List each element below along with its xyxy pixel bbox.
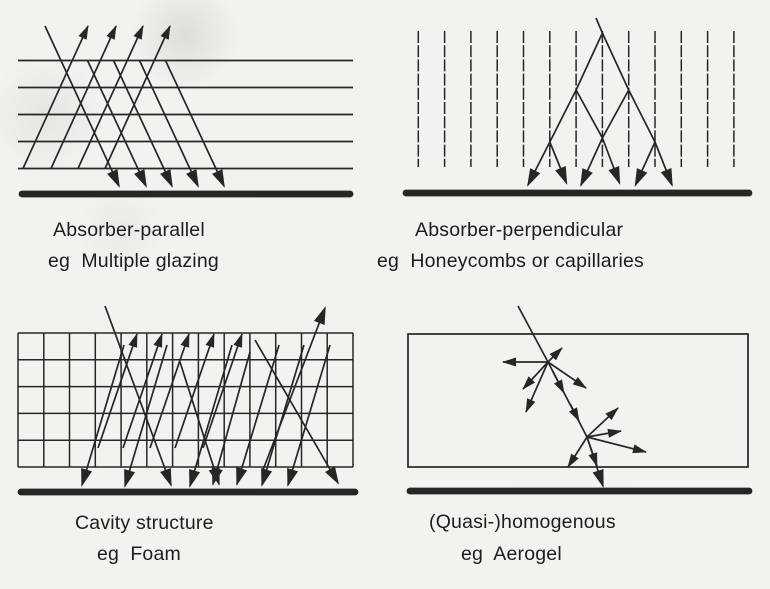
cavity-grid <box>17 332 354 468</box>
honeycomb-walls <box>417 31 735 167</box>
caption-quasi-homogenous-label: (Quasi-)homogenous <box>429 511 616 533</box>
aerogel-slab <box>407 333 749 468</box>
panel-cavity-structure <box>17 305 359 496</box>
scatter-point-2 <box>567 407 647 468</box>
caption-absorber-parallel-example: eg Multiple glazing <box>48 250 219 272</box>
incident-ray <box>44 25 120 188</box>
caption-absorber-perpendicular-label: Absorber-perpendicular <box>415 219 624 241</box>
light-rays <box>502 305 647 488</box>
exit-ray <box>262 306 326 471</box>
light-rays <box>81 305 340 488</box>
scatter-point-1 <box>502 347 587 413</box>
incident-ray <box>104 305 172 487</box>
light-rays <box>527 17 673 187</box>
panel-absorber-parallel <box>18 25 354 198</box>
panel-absorber-perpendicular <box>402 17 753 197</box>
incident-ray <box>595 17 604 34</box>
caption-cavity-structure-label: Cavity structure <box>75 512 214 534</box>
caption-cavity-structure-example: eg Foam <box>97 543 181 565</box>
caption-absorber-parallel-label: Absorber-parallel <box>53 219 205 241</box>
light-rays <box>22 25 225 188</box>
panel-quasi-homogenous <box>406 305 753 495</box>
incident-ray <box>517 305 604 488</box>
caption-absorber-perpendicular-example: eg Honeycombs or capillaries <box>377 250 645 272</box>
caption-quasi-homogenous-example: eg Aerogel <box>461 543 562 565</box>
